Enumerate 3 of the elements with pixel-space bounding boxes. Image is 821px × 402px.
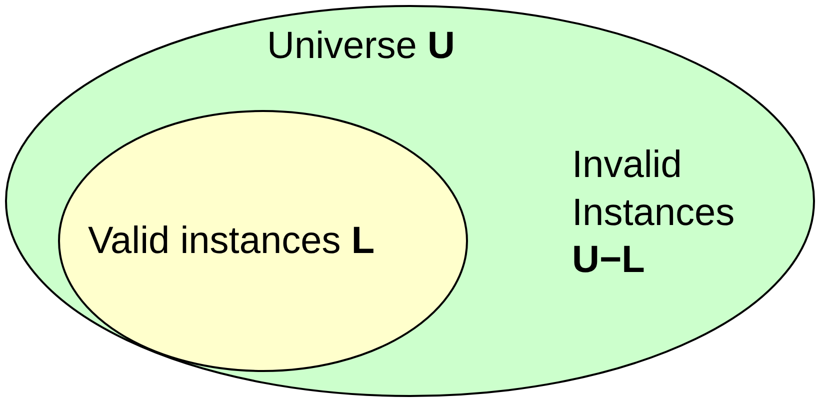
set-label: Valid instances L xyxy=(88,219,375,264)
set-label: Universe U xyxy=(267,24,455,69)
region-label: Invalid Instances U−L xyxy=(572,143,736,283)
